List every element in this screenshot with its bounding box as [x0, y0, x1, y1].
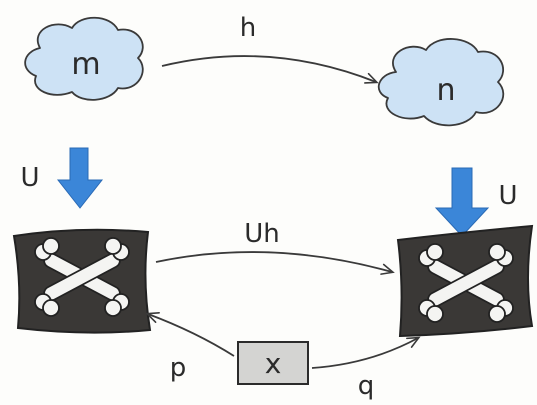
cloud-n-label: n: [436, 73, 455, 108]
down-arrow-icon: [434, 167, 490, 237]
flag-left-node: [12, 228, 152, 334]
box-x-node: x: [237, 341, 309, 385]
arrow-p-label: p: [170, 353, 187, 383]
arrow-uh: Uh: [155, 219, 395, 275]
cloud-n-node: n: [377, 38, 505, 127]
arrow-q: q: [311, 336, 421, 401]
arrow-h-label: h: [240, 13, 256, 43]
cloud-m-node: m: [24, 16, 144, 101]
arrow-u-left: U: [20, 147, 104, 209]
cloud-m-label: m: [71, 47, 100, 82]
arrow-p: p: [145, 312, 235, 383]
box-x-label: x: [265, 347, 282, 380]
arrow-uh-label: Uh: [244, 219, 280, 249]
cloud-icon: [24, 16, 144, 101]
arrow-u-right: U: [434, 167, 518, 237]
arrow-q-label: q: [358, 371, 375, 401]
flag-right-node: [396, 224, 534, 338]
crossbones-icon: [418, 243, 514, 323]
crossbones-icon: [34, 237, 130, 317]
arrow-u-right-label: U: [498, 181, 517, 211]
arrow-u-left-label: U: [20, 163, 39, 193]
cloud-icon: [377, 38, 505, 127]
arrow-h: h: [161, 13, 379, 84]
down-arrow-icon: [56, 147, 104, 209]
